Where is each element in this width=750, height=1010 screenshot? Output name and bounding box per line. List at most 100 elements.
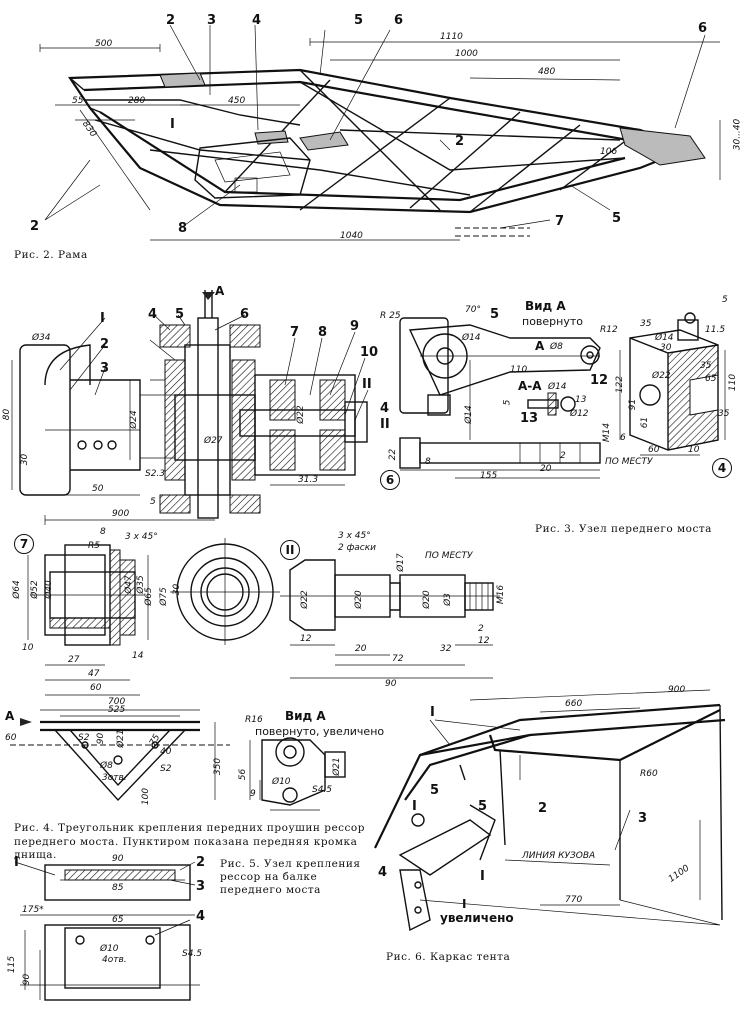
fig2-part-I: I	[170, 117, 175, 132]
fig2-dim-30-40: 30...40	[732, 118, 743, 151]
fig4-caption: Рис. 4. Треугольник крепления передних п…	[14, 822, 365, 862]
fig11-dim-90: 90	[385, 679, 397, 689]
fig5-part-4: 4	[196, 909, 206, 924]
fig11-dim-m16: M16	[496, 584, 507, 605]
fig3-box-dim-d22: Ø22	[652, 371, 671, 381]
fig3-dim-31-3: 31.3	[298, 475, 319, 485]
fig7-dim-14: 14	[132, 651, 144, 661]
fig5-dim-4holes: 4отв.	[102, 955, 127, 965]
fig3-dim-r12: R12	[600, 325, 618, 335]
fig4-dim-s2: S2	[78, 733, 90, 743]
fig3-arrow-a: А	[215, 284, 225, 298]
fig5-dim-s45: S4.5	[182, 949, 203, 959]
fig2-part-2b: 2	[455, 134, 465, 149]
fig6-dim-660: 660	[565, 699, 583, 709]
fig2-part-5b: 5	[612, 211, 622, 226]
fig3-box-dim-60: 60	[648, 445, 660, 455]
fig3-dim-900: 900	[112, 509, 130, 519]
fig5-dim-115: 115	[7, 955, 18, 974]
fig3-lever	[399, 317, 601, 479]
fig2-caption: Рис. 2. Рама	[14, 249, 88, 261]
fig4-dim-90: 90	[96, 732, 107, 745]
fig6-part-5b: 5	[478, 799, 488, 814]
fig3-r-part-5: 5	[490, 307, 500, 322]
fig3-dim-30: 30	[20, 453, 31, 466]
fig7-dim-60: 60	[90, 683, 102, 693]
fig7-dim-d47: Ø47	[123, 575, 134, 594]
fig11-dim-d22: Ø22	[299, 590, 310, 609]
fig5-dim-90b: 90	[22, 973, 33, 986]
fig3-part-8: 8	[318, 325, 328, 340]
fig5-dim-175: 175*	[22, 905, 44, 915]
fig5-view-a: Вид А	[285, 709, 326, 723]
fig3-box-dim-11-5: 11.5	[705, 325, 726, 335]
fig5-view-dim-56: 56	[238, 768, 249, 781]
fig3-dim-8: 8	[425, 457, 431, 467]
fig5-view-dim-r16: R16	[245, 715, 263, 725]
fig2-part-6b: 6	[698, 21, 708, 36]
fig3-dim-s23: S2.3	[145, 469, 166, 479]
fig3-r-part-4: 4	[380, 401, 390, 416]
fig4-dim-40: 40	[160, 747, 172, 757]
fig3-dim-d27: Ø27	[204, 436, 223, 446]
fig3-part-2: 2	[100, 337, 110, 352]
fig11-dim-32: 32	[440, 644, 452, 654]
fig3-view-a-sub: повернуто	[522, 315, 583, 328]
fig3-dim-m14: M14	[602, 422, 613, 443]
fig2-dim-1110: 1110	[440, 32, 463, 42]
fig4-dim-350: 350	[213, 757, 224, 776]
fig3-box-dim-35b: 35	[718, 409, 730, 419]
fig6-dim-770: 770	[565, 895, 583, 905]
fig6-canopy	[374, 689, 726, 932]
fig3-part-6: 6	[240, 307, 250, 322]
fig3-dim-13: 13	[575, 395, 587, 405]
fig7-dim-r5: R5	[88, 541, 100, 551]
fig3-dim-70: 70°	[465, 305, 481, 315]
fig3-box-dim-65: 65	[705, 374, 717, 384]
fig6-part-Ia: I	[412, 799, 417, 814]
fig6-part-3: 3	[638, 811, 648, 826]
fig2-dim-1000: 1000	[455, 49, 478, 59]
fig2-part-8: 8	[178, 221, 188, 236]
fig6-part-2: 2	[538, 801, 548, 816]
fig3-section: А-А	[518, 379, 542, 393]
fig3-dim-5s: 5	[502, 399, 513, 406]
fig3-dim-d8: Ø8	[550, 342, 563, 352]
fig5-view-dim-d10: Ø10	[272, 777, 291, 787]
fig5-part-2: 2	[196, 855, 206, 870]
fig7-circle: 7	[14, 534, 34, 554]
fig3-circle-6: 6	[380, 470, 400, 490]
fig2-dim-500: 500	[95, 39, 113, 49]
fig3-part-4: 4	[148, 307, 158, 322]
fig2-part-3: 3	[207, 13, 217, 28]
fig3-box-dim-61: 61	[640, 416, 651, 429]
fig3-part-10: 10	[360, 345, 379, 360]
fig7-dim-47: 47	[88, 669, 100, 679]
fig4-arrow-a: А	[5, 709, 15, 723]
fig2-dim-480: 480	[538, 67, 556, 77]
fig3-part-7: 7	[290, 325, 300, 340]
fig3-r-part-11: II	[380, 417, 390, 432]
fig2-dim-55: 55	[72, 96, 84, 106]
fig2-part-2c: 2	[30, 219, 40, 234]
fig3-dim-110: 110	[510, 365, 528, 375]
fig4-dim-s2b: S2	[160, 764, 172, 774]
fig5-view-dim-s45: S4.5	[312, 785, 333, 795]
fig3-dim-d14b: Ø14	[548, 382, 567, 392]
fig3-circle-4: 4	[712, 458, 732, 478]
fig11-dim-12: 12	[300, 634, 312, 644]
fig2-dim-1040: 1040	[340, 231, 363, 241]
fig2-part-2: 2	[166, 13, 176, 28]
fig4-dim-d21: Ø21	[115, 729, 126, 748]
fig5-dim-90: 90	[112, 854, 124, 864]
fig2-part-7: 7	[555, 214, 565, 229]
fig3-caption: Рис. 3. Узел переднего моста	[535, 523, 712, 535]
fig6-part-I: I	[430, 705, 435, 720]
fig2-frame	[39, 24, 721, 241]
fig11-place: ПО МЕСТУ	[425, 551, 473, 561]
fig3-arrow-a2: А	[535, 339, 545, 353]
fig3-dim-155: 155	[480, 471, 498, 481]
fig11-dim-72: 72	[392, 654, 404, 664]
fig3-view-a: Вид А	[525, 299, 566, 313]
